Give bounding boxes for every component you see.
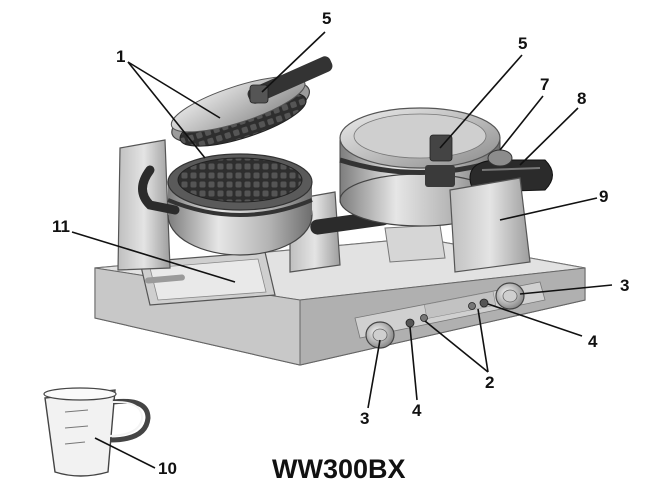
right-support-post (449, 177, 531, 273)
callout-10: 10 (158, 459, 177, 478)
leader-lines (71, 31, 613, 469)
callout-11: 11 (52, 217, 70, 236)
measuring-cup (43, 387, 151, 477)
drip-tray-right (384, 224, 446, 263)
callout-labels: 1 5 5 7 8 9 11 3 4 2 4 3 10 (52, 9, 629, 478)
callout-8: 8 (577, 89, 586, 108)
indicator-light-right-a (468, 302, 476, 310)
callout-9: 9 (599, 187, 608, 206)
indicator-light-right-b (479, 298, 489, 308)
callout-4-right: 4 (588, 332, 598, 351)
indicator-light-left-b (420, 314, 428, 322)
model-label: WW300BX (272, 454, 406, 484)
right-waffle-unit (339, 107, 553, 227)
callout-2: 2 (485, 373, 494, 392)
left-waffle-unit (138, 56, 390, 256)
drip-tray (139, 251, 276, 306)
callout-5-left: 5 (322, 9, 331, 28)
timer-knob-right (495, 282, 525, 310)
callout-4-middle: 4 (412, 401, 422, 420)
callout-5-right: 5 (518, 34, 527, 53)
callout-7: 7 (540, 75, 549, 94)
callout-3-right: 3 (620, 276, 629, 295)
timer-knob-left (365, 321, 395, 349)
indicator-light-left-a (405, 318, 415, 328)
callout-1: 1 (116, 47, 125, 66)
callout-3-left: 3 (360, 409, 369, 428)
